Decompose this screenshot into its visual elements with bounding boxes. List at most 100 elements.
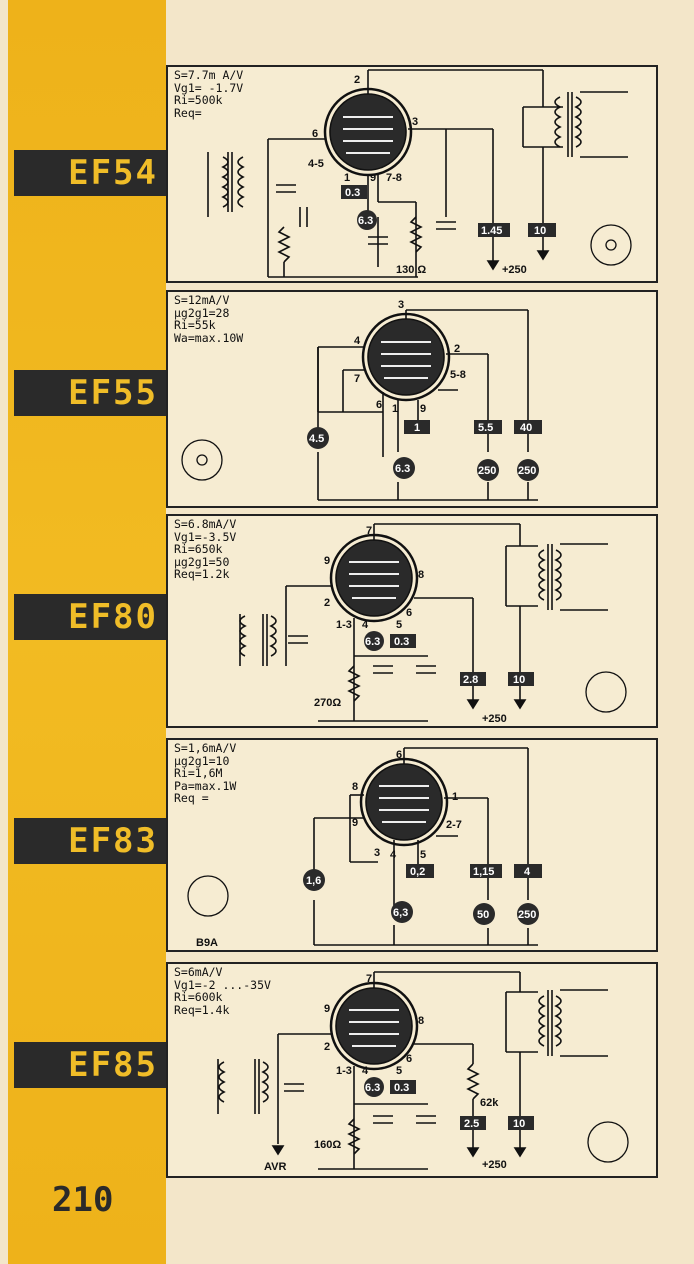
pin-label: 7	[354, 373, 360, 385]
schematic-ef83: 6 8 1 9 2-7 3 4 5 1,6 6,3 0,2 1,15 4 50 …	[187, 747, 542, 949]
pin-label: 7-8	[386, 172, 402, 184]
pin-label: 4-5	[308, 158, 324, 170]
spec-line: Wa=max.10W	[174, 330, 244, 345]
pin-label: 5	[396, 619, 402, 631]
socket-diagram	[187, 875, 229, 917]
tube-label-ef55: EF55	[14, 370, 166, 416]
pin-label: 7	[366, 525, 372, 537]
pin-label: 4	[354, 335, 361, 347]
spec-line: S=7.7m A/V	[174, 68, 244, 82]
schematic-ef80: 7 9 8 2 1-3 4 5 6 6.3 0.3 270Ω 2.8 10 +2…	[239, 523, 627, 725]
pin-label: 3	[398, 299, 404, 311]
spec-line: S=1,6mA/V	[174, 741, 237, 755]
screen-current-tag: 2.8	[463, 674, 478, 686]
socket-type-label: B9A	[196, 937, 218, 949]
heater-voltage-tag: 6.3	[358, 215, 373, 227]
spec-line: Vg1= -1.7V	[174, 80, 244, 95]
spec-list-ef85: S=6mA/V Vg1=-2 ...-35V Ri=600k Req=1.4k	[174, 966, 271, 1016]
pin-label: 4	[362, 619, 369, 631]
bias-voltage-tag: 1,6	[306, 875, 321, 887]
spec-line: Ri=1,6M	[174, 766, 223, 780]
avr-label: AVR	[264, 1161, 286, 1173]
anode-voltage-tag: 250	[518, 909, 536, 921]
heater-current-tag: 0.3	[345, 187, 360, 199]
spec-line: S=12mA/V	[174, 293, 230, 307]
pin-label: 5	[396, 1065, 402, 1077]
spec-line: Pa=max.1W	[174, 778, 237, 793]
schematic-ef54: 2 3 6 4-5 1 9 7-8 0.3 6.3 130 Ω 1.45 10 …	[207, 69, 632, 278]
socket-diagram	[590, 224, 632, 266]
pin-label: 3	[374, 847, 380, 859]
spec-line: Ri=600k	[174, 990, 223, 1004]
pin-label: 9	[324, 1003, 330, 1015]
pin-label: 9	[352, 817, 358, 829]
spec-line: S=6mA/V	[174, 965, 223, 979]
pin-label: 2	[454, 343, 460, 355]
tube-label-ef80: EF80	[14, 594, 166, 640]
spec-line: Req=1.4k	[174, 1002, 230, 1017]
heater-current-tag: 0.3	[394, 1082, 409, 1094]
pin-label: 2	[324, 1041, 330, 1053]
tube-label-ef54: EF54	[14, 150, 166, 196]
pin-label: 1	[452, 791, 458, 803]
heater-voltage-tag: 6,3	[393, 907, 408, 919]
supply-voltage-label: +250	[502, 264, 527, 276]
pin-label: 9	[420, 403, 426, 415]
heater-current-tag: 1	[414, 422, 420, 434]
tube-body	[329, 93, 407, 171]
schematic-panel-ef83: S=1,6mA/V μg2g1=10 Ri=1,6M Pa=max.1W Req…	[166, 738, 658, 952]
cathode-resistor-label: 130 Ω	[396, 264, 426, 276]
supply-voltage-label: +250	[482, 713, 507, 725]
schematic-panel-ef54: S=7.7m A/V Vg1= -1.7V Ri=500k Req=	[166, 65, 658, 283]
page-number: 210	[52, 1180, 114, 1220]
spec-line: S=6.8mA/V	[174, 517, 237, 531]
pin-label: 2	[324, 597, 330, 609]
anode-current-tag: 40	[520, 422, 532, 434]
screen-current-tag: 1,15	[473, 866, 494, 878]
screen-current-tag: 5.5	[478, 422, 493, 434]
spec-line: Vg1=-3.5V	[174, 529, 237, 544]
schematic-panel-ef80: S=6.8mA/V Vg1=-3.5V Ri=650k μg2g1=50 Req…	[166, 514, 658, 728]
spec-line: μg2g1=10	[174, 753, 230, 768]
pin-label: 8	[418, 1015, 424, 1027]
pin-label: 6	[406, 1053, 412, 1065]
tube-label-ef85: EF85	[14, 1042, 166, 1088]
pin-label: 1-3	[336, 619, 352, 631]
anode-current-tag: 4	[524, 866, 531, 878]
anode-voltage-tag: 250	[518, 465, 536, 477]
pin-label: 8	[418, 569, 424, 581]
spec-list-ef54: S=7.7m A/V Vg1= -1.7V Ri=500k Req=	[174, 69, 243, 119]
screen-voltage-tag: 250	[478, 465, 496, 477]
pin-label: 6	[406, 607, 412, 619]
spec-line: μg2g1=28	[174, 305, 230, 320]
spec-line: Vg1=-2 ...-35V	[174, 977, 271, 992]
spec-list-ef55: S=12mA/V μg2g1=28 Ri=55k Wa=max.10W	[174, 294, 243, 344]
pin-label: 5	[420, 849, 426, 861]
heater-voltage-tag: 6.3	[395, 463, 410, 475]
anode-current-tag: 10	[513, 674, 525, 686]
cathode-resistor-label: 270Ω	[314, 697, 341, 709]
pin-label: 9	[370, 172, 376, 184]
heater-voltage-tag: 6.3	[365, 636, 380, 648]
schematic-ef55: 3 4 2 7 5-8 6 1 9 4.5 6.3 1 5.5 40 250 2…	[181, 299, 542, 501]
socket-diagram	[587, 1121, 629, 1163]
screen-resistor-label: 62k	[480, 1097, 499, 1109]
pin-label: 3	[412, 116, 418, 128]
spec-list-ef80: S=6.8mA/V Vg1=-3.5V Ri=650k μg2g1=50 Req…	[174, 518, 236, 581]
pin-label: 4	[362, 1065, 369, 1077]
pin-label: 6	[396, 749, 402, 761]
bias-voltage-tag: 4.5	[309, 433, 324, 445]
supply-voltage-label: +250	[482, 1159, 507, 1171]
pin-label: 1	[392, 403, 398, 415]
spec-line: Req=1.2k	[174, 567, 230, 581]
pin-label: 7	[366, 973, 372, 985]
spec-line: μg2g1=50	[174, 554, 230, 569]
tube-label-ef83: EF83	[14, 818, 166, 864]
schematic-ef85: 7 9 8 2 1-3 4 5 6 6.3 0.3 160Ω 62k 2.5 1…	[217, 971, 629, 1173]
pin-label: 5-8	[450, 369, 466, 381]
pin-label: 1-3	[336, 1065, 352, 1077]
spec-list-ef83: S=1,6mA/V μg2g1=10 Ri=1,6M Pa=max.1W Req…	[174, 742, 236, 805]
pin-label: 1	[344, 172, 350, 184]
pin-label: 4	[390, 849, 397, 861]
